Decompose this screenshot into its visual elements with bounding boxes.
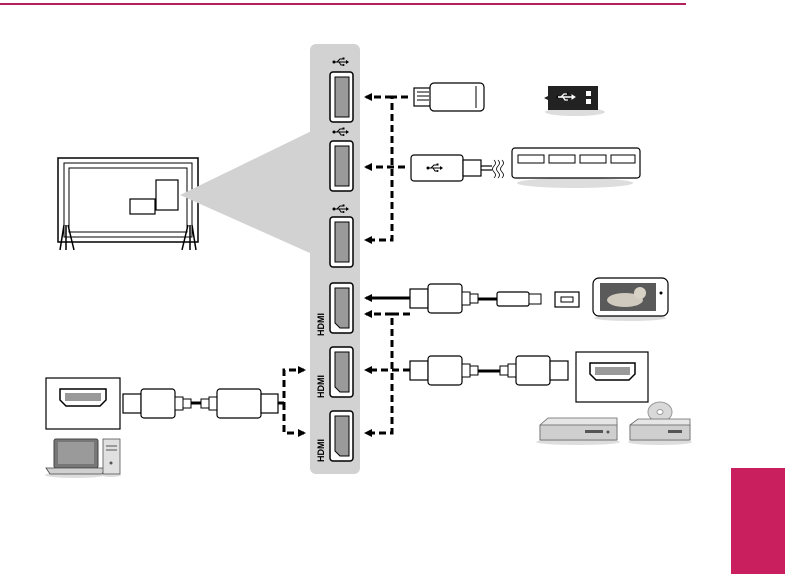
hdmi-cable-2	[410, 356, 568, 385]
hdmi-connection-lines-right	[366, 314, 410, 433]
zoom-wedge	[180, 122, 330, 262]
hdmi-label-3: HDMI	[316, 439, 326, 462]
dvd-player	[536, 418, 620, 445]
usb-cable	[411, 155, 504, 181]
hdmi-label-2: HDMI	[316, 375, 326, 398]
usb-storage-icon	[544, 86, 605, 116]
hdmi-cable-1	[410, 284, 579, 313]
usb-hub	[512, 148, 640, 188]
usb-connection-lines	[366, 97, 408, 240]
hdmi-source-box-right	[576, 352, 648, 402]
laptop	[45, 439, 106, 478]
usb-flash-drive	[414, 83, 484, 111]
desktop-pc	[101, 439, 121, 477]
hdmi-label-1: HDMI	[316, 313, 326, 336]
hdmi-source-box-left	[46, 378, 120, 429]
hdmi-cable-left	[123, 389, 278, 418]
smartphone	[593, 278, 668, 321]
tv-back	[58, 158, 198, 250]
hdmi-connection-lines-left	[278, 370, 304, 433]
set-top-box	[628, 402, 692, 445]
